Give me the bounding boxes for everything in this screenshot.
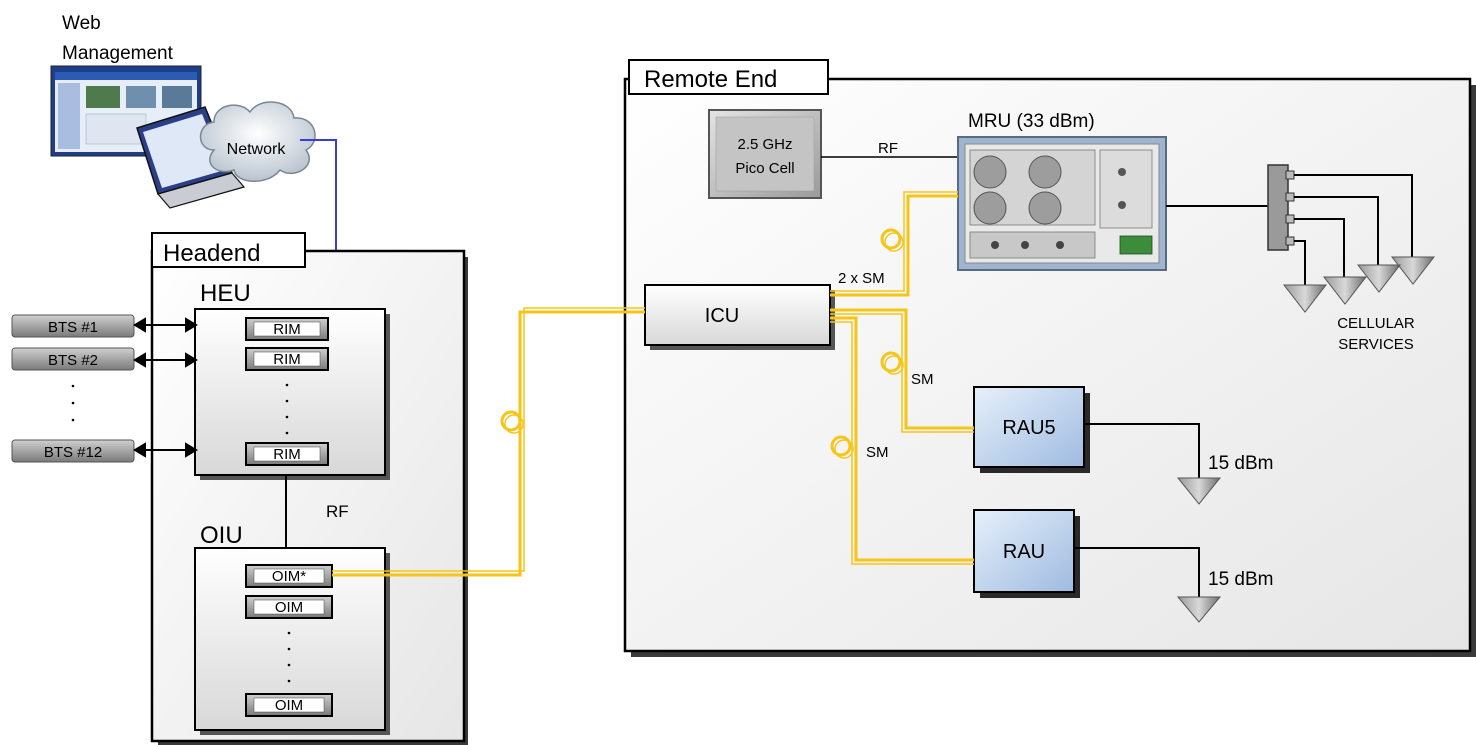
rim-module: RIM [245,347,329,371]
icu-rau5-fiber-label: SM [911,371,934,388]
cellular-services-label-line2: SERVICES [1338,336,1414,353]
svg-text:OIM: OIM [275,599,303,616]
cellular-services-label-line1: CELLULAR [1337,315,1415,332]
svg-text:RIM: RIM [273,321,301,338]
antenna-icon [1176,477,1222,505]
bts-heu-arrow [133,317,198,333]
svg-text:ICU: ICU [705,305,739,327]
splitter-antenna-links [1294,174,1413,285]
network-cloud-icon: Network [199,101,316,182]
headend-title: Headend [163,240,260,267]
rim-continuation-dots [285,383,289,435]
rau-unit: RAU [973,509,1080,598]
svg-text:BTS #2: BTS #2 [48,352,98,369]
bts-heu-arrow [133,352,198,368]
mru-label: MRU (33 dBm) [968,111,1095,132]
svg-text:2.5 GHz: 2.5 GHz [737,136,792,153]
oim-module: OIM* [245,564,333,588]
mru-unit [957,136,1167,271]
fiber-icu-rau5 [830,308,974,433]
rau-antenna-link [1074,547,1200,600]
fiber-icu-rau [830,316,974,565]
rau5-power-label: 15 dBm [1208,453,1273,474]
icu-unit: ICU [644,284,835,350]
oiu-label: OIU [200,522,243,549]
remote-rf-label: RF [878,140,898,157]
fiber-icu-mru [830,191,958,297]
heu-label: HEU [200,280,251,307]
web-screen-icon [50,65,202,157]
fiber-oim-icu [332,307,645,577]
antenna-icon [1176,596,1222,623]
web-management-title-line1: Web [62,13,101,34]
bts-unit: BTS #12 [11,439,135,463]
svg-text:BTS #12: BTS #12 [44,444,102,461]
svg-text:BTS #1: BTS #1 [48,319,98,336]
remote-end-title-box [628,59,829,95]
icu-mru-fiber-label: 2 x SM [838,270,885,287]
oim-module: OIM [245,595,333,619]
headend-rf-label: RF [326,502,349,521]
rau5-antenna-link [1084,423,1200,482]
bts-continuation-dots [71,384,75,422]
headend-title-box [151,232,306,268]
antenna-icon [1356,264,1402,293]
rim-module: RIM [245,442,329,466]
pico-cell-unit: 2.5 GHz Pico Cell [708,109,822,199]
svg-text:RIM: RIM [273,446,301,463]
svg-text:OIM: OIM [275,697,303,714]
oim-continuation-dots [287,631,291,683]
rau-power-label: 15 dBm [1208,569,1273,590]
rau5-unit: RAU5 [973,386,1090,473]
web-management-title-line2: Management [62,43,174,64]
svg-text:RAU5: RAU5 [1002,417,1055,439]
bts-heu-arrow [133,442,198,458]
icu-rau-fiber-label: SM [866,444,889,461]
bts-unit: BTS #2 [11,347,135,371]
network-label: Network [227,141,287,158]
svg-text:Pico Cell: Pico Cell [735,160,794,177]
svg-text:OIM*: OIM* [272,568,306,585]
rim-module: RIM [245,317,329,341]
remote-end-title: Remote End [644,66,777,93]
antenna-icon [1282,284,1328,313]
bts-unit: BTS #1 [11,314,135,338]
antenna-icon [1322,276,1368,305]
oim-module: OIM [245,693,333,717]
svg-text:RIM: RIM [273,351,301,368]
antenna-icon [1390,256,1436,285]
svg-text:RAU: RAU [1003,541,1045,563]
